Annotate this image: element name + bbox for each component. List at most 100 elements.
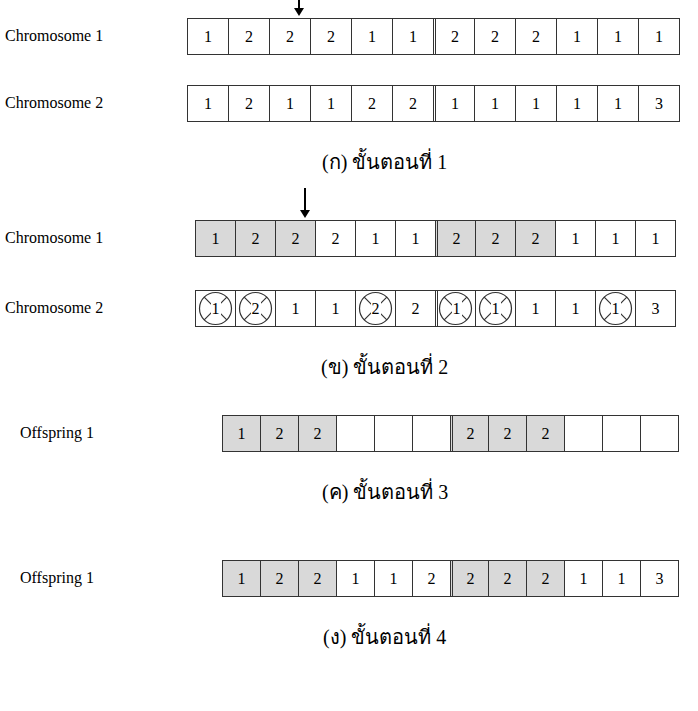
gene-value: 1	[579, 571, 589, 587]
row-label: Chromosome 1	[5, 229, 103, 247]
gene-value: 1	[571, 301, 581, 317]
gene-cell: 1	[187, 85, 229, 122]
gene-cell: 2	[298, 560, 337, 597]
gene-value: 1	[326, 96, 336, 112]
crossed-circle	[600, 293, 632, 325]
gene-value: 2	[411, 301, 421, 317]
cross-lines	[244, 297, 267, 320]
gene-value: 1	[617, 571, 627, 587]
gene-cell: 2	[412, 560, 451, 597]
gene-cell: 1	[555, 220, 596, 257]
gene-value: 2	[541, 571, 551, 587]
gene-cell: 1	[351, 18, 393, 55]
gene-value: 1	[651, 231, 661, 247]
gene-value: 1	[411, 231, 421, 247]
gene-cell: 2	[435, 220, 476, 257]
gene-cell: 1	[515, 85, 557, 122]
gene-cell: 1	[515, 290, 556, 327]
gene-cell: 2	[355, 290, 396, 327]
gene-cell: 1	[392, 18, 434, 55]
gene-value: 2	[244, 96, 254, 112]
crossover-arrow	[294, 0, 304, 16]
empty-gene-cell	[565, 416, 603, 452]
crossover-arrow	[300, 188, 310, 218]
gene-cell: 1	[597, 18, 639, 55]
gene-value: 2	[466, 571, 476, 587]
gene-cell: 1	[195, 290, 236, 327]
gene-value: 2	[331, 231, 341, 247]
gene-cell: 1	[269, 85, 311, 122]
gene-cell: 2	[310, 18, 352, 55]
gene-value: 1	[571, 231, 581, 247]
gene-value: 2	[452, 231, 462, 247]
crossed-circle	[480, 293, 512, 325]
gene-value: 1	[613, 29, 623, 45]
gene-value: 1	[237, 426, 247, 442]
arrow-head	[300, 210, 310, 218]
gene-cell: 1	[474, 85, 516, 122]
gene-value: 1	[285, 96, 295, 112]
gene-cell: 1	[222, 560, 261, 597]
gene-cell: 2	[235, 220, 276, 257]
gene-value: 1	[572, 29, 582, 45]
crossed-circle-ring	[200, 293, 232, 325]
gene-cell: 1	[195, 220, 236, 257]
gene-cell: 1	[315, 290, 356, 327]
gene-value: 1	[491, 301, 501, 317]
gene-cell: 2	[488, 560, 527, 597]
gene-value: 2	[503, 571, 513, 587]
row-label: Chromosome 1	[5, 27, 103, 45]
gene-value: 2	[326, 29, 336, 45]
gene-value: 1	[291, 301, 301, 317]
gene-value: 2	[275, 426, 285, 442]
crossed-circle-ring	[360, 293, 392, 325]
step-caption: (ก) ขั้นตอนที่ 1	[322, 146, 447, 178]
gene-value: 1	[450, 96, 460, 112]
gene-value: 1	[490, 96, 500, 112]
gene-cell: 2	[315, 220, 356, 257]
gene-value: 1	[237, 571, 247, 587]
gene-cell: 1	[564, 560, 603, 597]
gene-cell: 1	[275, 290, 316, 327]
gene-value: 1	[611, 231, 621, 247]
gene-cell: 1	[595, 220, 636, 257]
empty-gene-cell	[375, 416, 413, 452]
gene-cell: 2	[351, 85, 393, 122]
gene-value: 1	[408, 29, 418, 45]
gene-value: 2	[466, 426, 476, 442]
gene-cell: 2	[433, 18, 475, 55]
gene-cell: 1	[556, 85, 598, 122]
gene-value: 1	[211, 231, 221, 247]
empty-gene-cell	[641, 416, 679, 452]
cross-lines	[444, 297, 467, 320]
crossed-circle-ring	[480, 293, 512, 325]
crossed-circle	[360, 293, 392, 325]
empty-gene-cell	[337, 416, 375, 452]
gene-value: 2	[531, 29, 541, 45]
gene-cell: 2	[475, 220, 516, 257]
gene-cell: 1	[336, 560, 375, 597]
gene-value: 1	[331, 301, 341, 317]
gene-value: 2	[251, 301, 261, 317]
gene-cell: 1	[556, 18, 598, 55]
gene-value: 2	[291, 231, 301, 247]
gene-value: 1	[613, 96, 623, 112]
gene-cell: 1	[638, 18, 680, 55]
crossed-circle-ring	[240, 293, 272, 325]
gene-cell: 1	[635, 220, 676, 257]
arrow-head	[294, 8, 304, 16]
gene-value: 2	[490, 29, 500, 45]
empty-gene-cell	[603, 416, 641, 452]
gene-cell: 1	[595, 290, 636, 327]
gene-cell: 1	[555, 290, 596, 327]
gene-value: 3	[654, 96, 664, 112]
gene-cell: 2	[515, 220, 556, 257]
gene-value: 1	[367, 29, 377, 45]
row-label: Chromosome 2	[5, 94, 103, 112]
cross-lines	[604, 297, 627, 320]
gene-cell: 1	[310, 85, 352, 122]
cross-lines	[484, 297, 507, 320]
gene-cell: 1	[222, 415, 261, 452]
